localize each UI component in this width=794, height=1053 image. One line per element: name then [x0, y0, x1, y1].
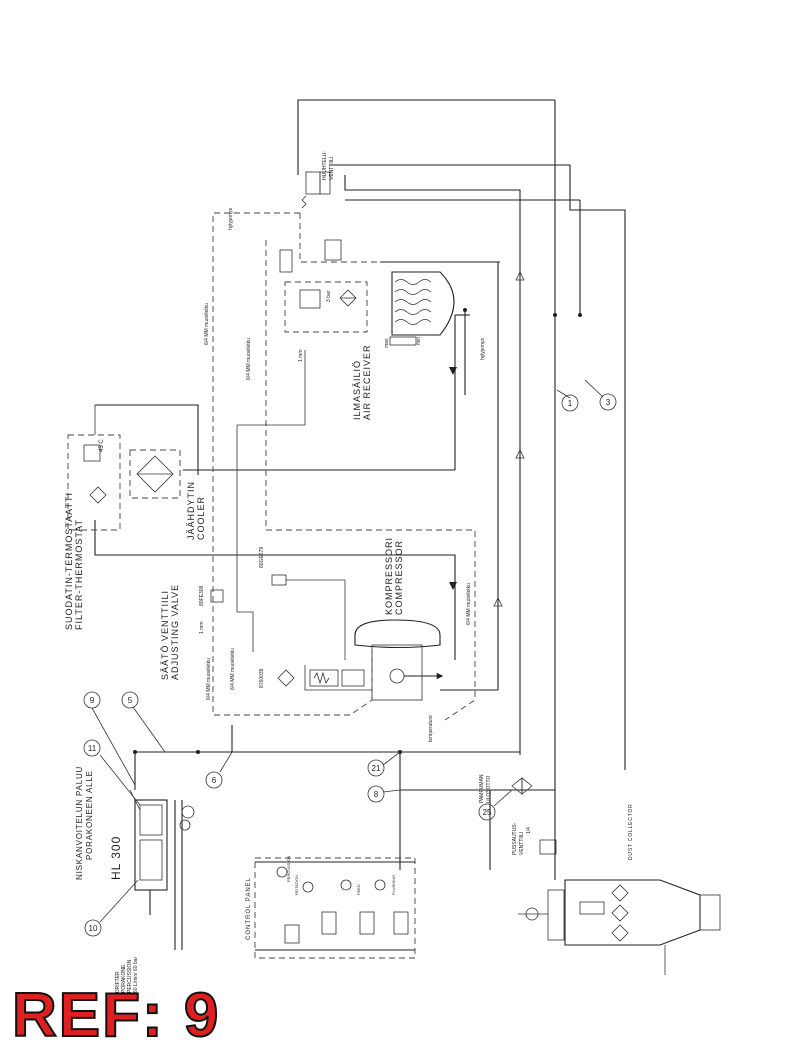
adjusting-valve-en: ADJUSTING VALVE: [170, 584, 180, 680]
svg-text:ULOSOTTO: ULOSOTTO: [486, 775, 492, 803]
svg-text:3: 3: [606, 398, 611, 407]
svg-text:8: 8: [374, 790, 379, 799]
compressor-fi: KOMPRESSORI: [384, 537, 394, 615]
svg-text:1 mm: 1 mm: [298, 350, 304, 363]
svg-text:max: max: [384, 338, 390, 348]
svg-text:VENTTIILI: VENTTIILI: [329, 157, 335, 180]
callout-5: 5: [121, 691, 166, 753]
callout-9: 9: [83, 691, 136, 786]
filter-thermostat: [67, 405, 121, 531]
svg-text:1/4: 1/4: [526, 827, 532, 834]
drill-model: HL 300: [109, 836, 123, 880]
svg-text:5: 5: [128, 696, 133, 705]
filter-thermostat-en: FILTER-THERMOSTAT: [74, 519, 84, 630]
svg-text:PERCUSSION: PERCUSSION: [127, 960, 133, 993]
adjusting-valve-fi: SÄÄTÖ VENTTIILI: [160, 590, 170, 680]
callout-11: 11: [83, 739, 141, 806]
cooler: [129, 449, 181, 499]
svg-text:21: 21: [372, 764, 381, 773]
bagging-valve: [511, 777, 557, 855]
air-receiver: [380, 261, 500, 395]
svg-text:PAMPUMAN: PAMPUMAN: [479, 774, 485, 803]
svg-text:6/4 MM muoviletku: 6/4 MM muoviletku: [206, 658, 212, 700]
svg-text:min: min: [416, 337, 422, 345]
svg-text:6/4 MM muoviletku: 6/4 MM muoviletku: [230, 648, 236, 690]
label-hylyjemys-top: hylyjemys: [228, 208, 234, 230]
svg-text:FEED: FEED: [356, 884, 361, 895]
svg-text:PORAKONE: PORAKONE: [121, 964, 127, 993]
dust-collector: [518, 879, 721, 975]
svg-text:80FE309: 80FE309: [199, 585, 205, 606]
callout-25: 25: [478, 789, 513, 821]
svg-text:9: 9: [90, 696, 95, 705]
compressor-en: COMPRESSOR: [394, 540, 404, 615]
compressor: [271, 574, 444, 701]
callout-1: 1: [556, 389, 579, 412]
svg-text:10: 10: [89, 924, 98, 933]
svg-text:80GE679: 80GE679: [259, 547, 265, 568]
cooler-fi: JÄÄHDYTIN: [186, 481, 196, 540]
receiver-fi: ILMASÄILIÖ: [352, 360, 362, 420]
filter-thermostat-fi: SUODATIN-TERMOSTAATTI: [64, 492, 74, 630]
svg-text:HUUHTELU-: HUUHTELU-: [322, 151, 328, 180]
callout-6: 6: [205, 751, 233, 789]
control-panel: [254, 857, 416, 959]
receiver-en: AIR RECEIVER: [362, 344, 372, 420]
svg-text:45 C: 45 C: [99, 439, 105, 452]
reference-badge: REF: 9: [11, 981, 221, 1050]
callout-3: 3: [584, 379, 617, 411]
flushing-valve: [301, 171, 331, 209]
svg-text:11: 11: [88, 744, 97, 753]
main-lines: [94, 99, 626, 880]
drill-hl300: [129, 789, 195, 950]
svg-text:ROTATION: ROTATION: [294, 875, 299, 895]
svg-text:1 mm: 1 mm: [199, 622, 205, 635]
svg-text:3 bar: 3 bar: [326, 290, 332, 302]
svg-text:25: 25: [483, 808, 492, 817]
compressor-unit-boundary: [212, 212, 476, 721]
pressure-regulator-block: [279, 239, 368, 333]
svg-text:FLUSHING: FLUSHING: [391, 875, 396, 895]
svg-text:6/4 MM muoviletku: 6/4 MM muoviletku: [246, 338, 252, 380]
svg-text:6: 6: [212, 776, 217, 785]
diagram-labels: hylyjemys hylyjemys 6/4 MM muoviletku 6/…: [64, 151, 634, 993]
dust-collector-title: DUST COLLECTOR: [628, 803, 634, 860]
cooler-en: COOLER: [196, 496, 206, 540]
callout-10: 10: [84, 879, 139, 937]
svg-text:VENTTIILI: VENTTIILI: [519, 832, 525, 855]
return-label-1: NISKANVOITELUN PALUU: [75, 766, 84, 880]
callout-8: 8: [367, 785, 401, 803]
return-label-2: PORAKONEEN ALLE: [85, 770, 94, 860]
adjusting-valve: [210, 350, 306, 652]
svg-text:1: 1: [568, 399, 573, 408]
callout-21: 21: [367, 751, 401, 777]
svg-text:DRIFTER: DRIFTER: [115, 971, 121, 993]
label-hylyjemys: hylyjemys: [480, 338, 486, 360]
control-panel-title: CONTROL PANEL: [246, 877, 252, 940]
svg-text:6/4 MM muoviletku: 6/4 MM muoviletku: [466, 583, 472, 625]
svg-text:60 L/min/ 60 bar: 60 L/min/ 60 bar: [133, 957, 139, 993]
svg-text:temperature: temperature: [428, 715, 434, 742]
svg-text:PUSSAUTUS-: PUSSAUTUS-: [512, 822, 518, 855]
svg-text:8760039: 8760039: [259, 668, 265, 688]
svg-text:PERCUSSION: PERCUSSION: [286, 855, 291, 882]
svg-text:6/4 MM muoviletku: 6/4 MM muoviletku: [204, 303, 210, 345]
